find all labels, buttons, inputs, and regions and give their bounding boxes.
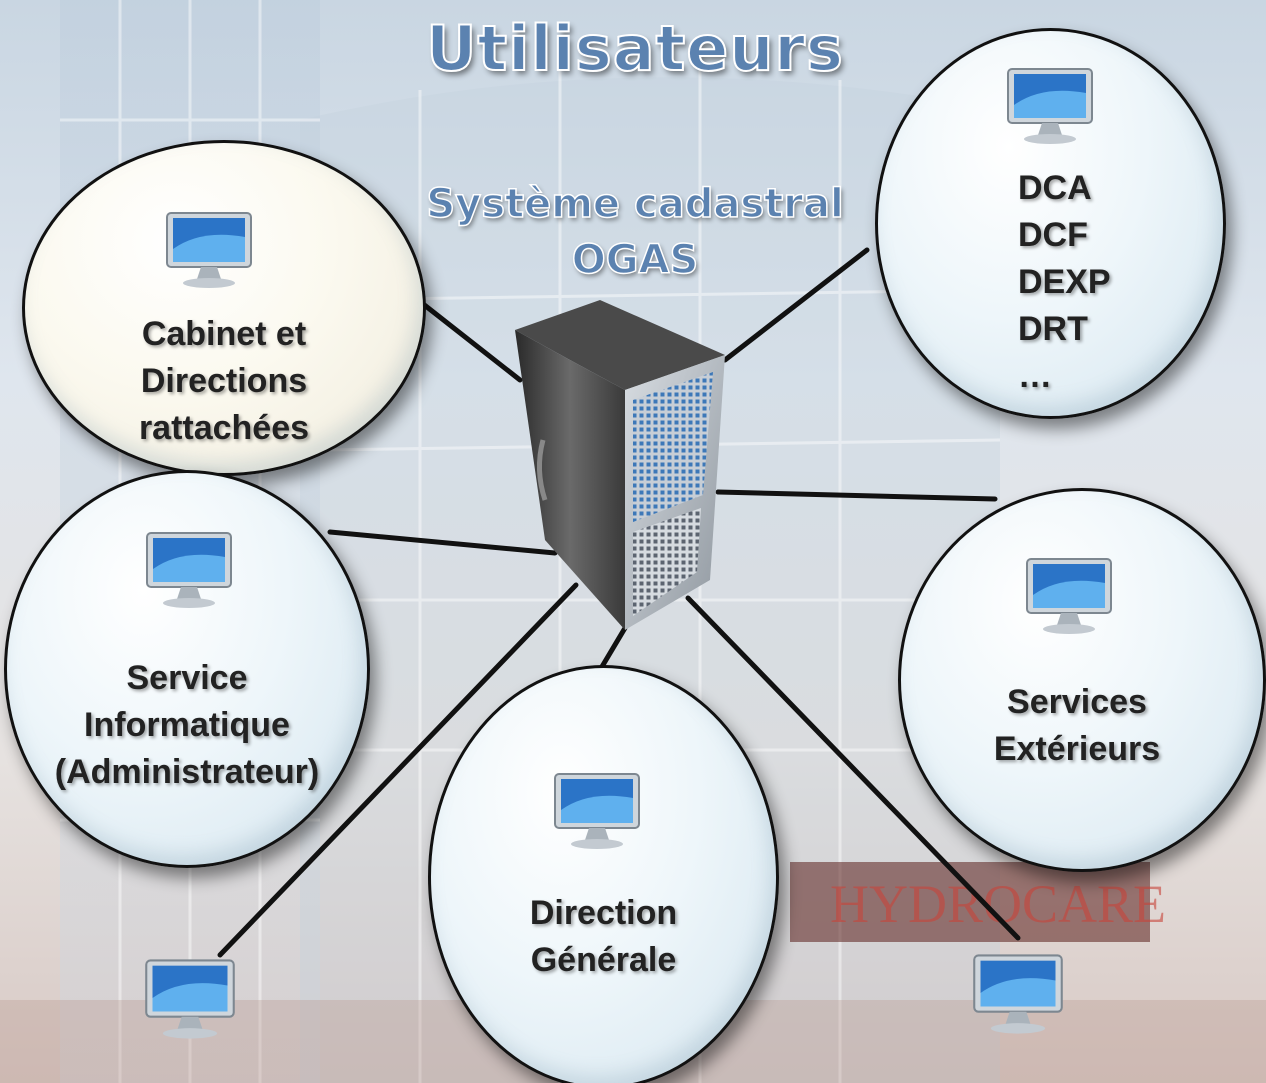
node-label-line: Direction xyxy=(529,894,678,932)
node-label-line: Services xyxy=(1007,683,1147,721)
node-label-line: (Administrateur) xyxy=(54,753,320,791)
backdrop-sign-text: HYDROCARE xyxy=(830,874,1166,934)
node-dca: DCA DCF DEXP DRT … xyxy=(875,28,1226,419)
diagram-title: Utilisateurs xyxy=(425,11,844,86)
node-label-line: DCA xyxy=(1018,169,1092,207)
node-label-line: Service xyxy=(126,659,248,697)
node-label-line: DRT xyxy=(1018,310,1088,348)
monitor-icon xyxy=(146,532,232,608)
link-service-info xyxy=(327,529,558,556)
node-label-line: DCF xyxy=(1018,216,1088,254)
monitor-icon xyxy=(166,212,252,288)
link-cabinet xyxy=(415,297,523,383)
subtitle-line-1: Système cadastral xyxy=(426,180,845,228)
node-label-line: Cabinet et xyxy=(141,315,307,353)
node-label-line: Générale xyxy=(530,941,677,979)
node-label-line: Directions xyxy=(140,362,308,400)
node-services-exterieurs: Services Extérieurs xyxy=(898,488,1266,872)
node-label-line: DEXP xyxy=(1018,263,1111,301)
node-label-line: Extérieurs xyxy=(993,730,1161,768)
link-services-ext xyxy=(715,489,998,502)
monitor-icon xyxy=(554,773,640,849)
diagram-subtitle: Système cadastral OGAS xyxy=(410,176,860,288)
link-dca xyxy=(722,247,870,363)
subtitle-line-2: OGAS xyxy=(571,236,699,284)
node-direction-generale: Direction Générale xyxy=(428,665,779,1083)
monitor-icon xyxy=(145,959,235,1039)
monitor-icon xyxy=(973,954,1063,1034)
node-cabinet: Cabinet et Directions rattachées xyxy=(22,140,426,476)
node-label-line: rattachées xyxy=(138,409,310,447)
monitor-icon xyxy=(1026,558,1112,634)
node-label-line: … xyxy=(1018,357,1052,395)
monitor-icon xyxy=(1007,68,1093,144)
link-ws-left xyxy=(217,582,579,958)
node-label-line: Informatique xyxy=(84,706,290,744)
link-ws-right xyxy=(685,595,1021,941)
node-service-informatique: Service Informatique (Administrateur) xyxy=(4,470,370,868)
link-direction xyxy=(597,625,628,673)
server-tower-icon xyxy=(515,300,725,630)
